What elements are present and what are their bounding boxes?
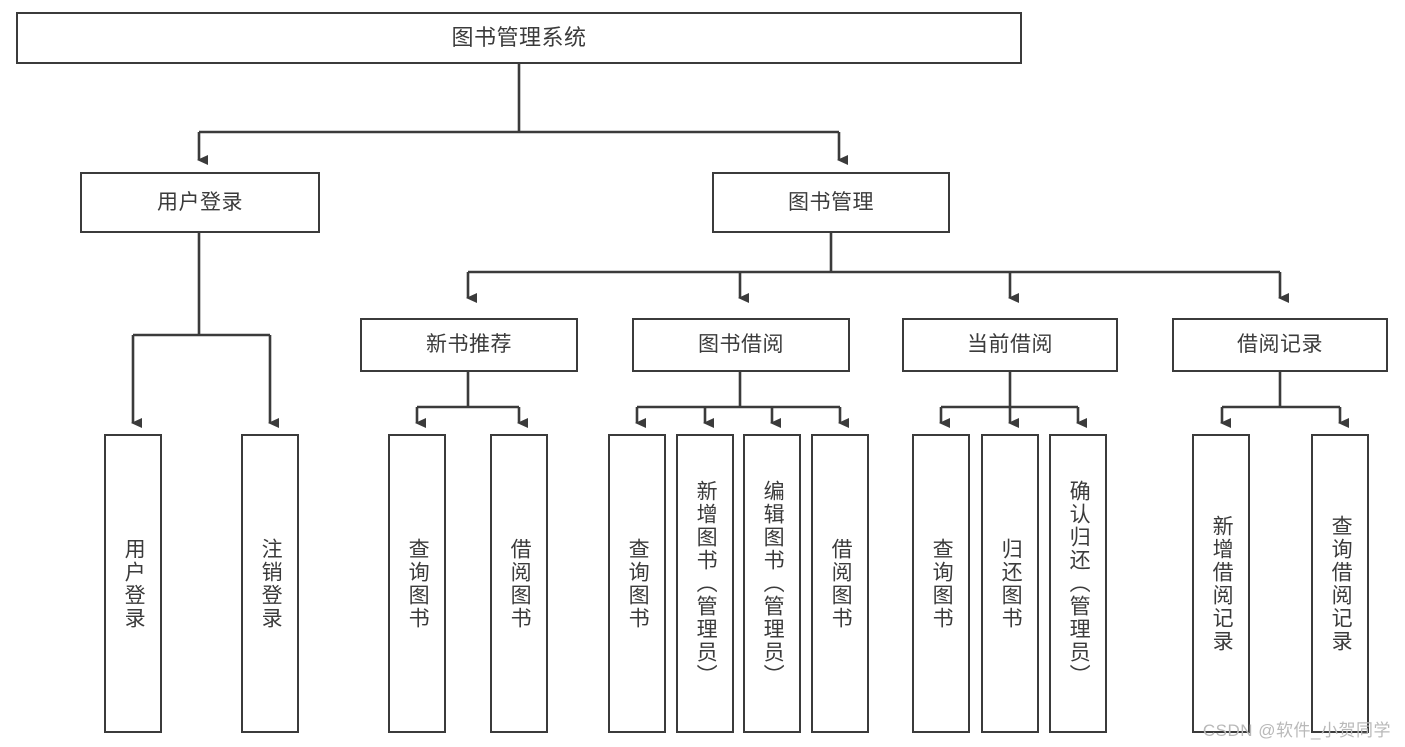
node-leaf-query-book-2[interactable]: 查询图书 bbox=[608, 434, 666, 733]
node-leaf-add-book-label: 新增图书（管理员） bbox=[694, 480, 718, 687]
node-book-borrow[interactable]: 图书借阅 bbox=[632, 318, 850, 372]
node-leaf-query-book-3[interactable]: 查询图书 bbox=[912, 434, 970, 733]
node-leaf-query-book-1[interactable]: 查询图书 bbox=[388, 434, 446, 733]
node-leaf-logout-login-label: 注销登录 bbox=[259, 537, 283, 630]
node-leaf-borrow-book-1[interactable]: 借阅图书 bbox=[490, 434, 548, 733]
node-leaf-add-record-label: 新增借阅记录 bbox=[1210, 514, 1234, 653]
node-root[interactable]: 图书管理系统 bbox=[16, 12, 1022, 64]
node-leaf-edit-book-label: 编辑图书（管理员） bbox=[761, 480, 785, 687]
node-root-label: 图书管理系统 bbox=[451, 24, 587, 50]
node-new-book-rec-label: 新书推荐 bbox=[426, 333, 512, 357]
watermark: CSDN @软件_小贺同学 bbox=[1202, 721, 1391, 740]
node-book-manage[interactable]: 图书管理 bbox=[712, 172, 950, 233]
node-user-login-label: 用户登录 bbox=[157, 190, 243, 214]
node-borrow-record[interactable]: 借阅记录 bbox=[1172, 318, 1388, 372]
node-leaf-borrow-book-2-label: 借阅图书 bbox=[829, 537, 853, 630]
node-leaf-user-login-label: 用户登录 bbox=[122, 537, 146, 630]
node-current-borrow[interactable]: 当前借阅 bbox=[902, 318, 1118, 372]
node-current-borrow-label: 当前借阅 bbox=[967, 333, 1053, 357]
node-leaf-query-book-3-label: 查询图书 bbox=[930, 537, 954, 630]
node-book-manage-label: 图书管理 bbox=[788, 190, 874, 214]
node-leaf-query-book-1-label: 查询图书 bbox=[406, 537, 430, 630]
node-book-borrow-label: 图书借阅 bbox=[698, 333, 784, 357]
node-leaf-return-book-label: 归还图书 bbox=[999, 537, 1023, 630]
node-user-login[interactable]: 用户登录 bbox=[80, 172, 320, 233]
node-leaf-logout-login[interactable]: 注销登录 bbox=[241, 434, 299, 733]
node-borrow-record-label: 借阅记录 bbox=[1237, 333, 1323, 357]
node-leaf-return-book[interactable]: 归还图书 bbox=[981, 434, 1039, 733]
node-leaf-add-book[interactable]: 新增图书（管理员） bbox=[676, 434, 734, 733]
node-leaf-borrow-book-1-label: 借阅图书 bbox=[508, 537, 532, 630]
node-leaf-confirm-return-label: 确认归还（管理员） bbox=[1067, 480, 1091, 687]
node-leaf-edit-book[interactable]: 编辑图书（管理员） bbox=[743, 434, 801, 733]
node-leaf-query-record-label: 查询借阅记录 bbox=[1329, 514, 1353, 653]
node-leaf-query-record[interactable]: 查询借阅记录 bbox=[1311, 434, 1369, 733]
node-leaf-query-book-2-label: 查询图书 bbox=[626, 537, 650, 630]
node-new-book-rec[interactable]: 新书推荐 bbox=[360, 318, 578, 372]
node-leaf-add-record[interactable]: 新增借阅记录 bbox=[1192, 434, 1250, 733]
node-leaf-borrow-book-2[interactable]: 借阅图书 bbox=[811, 434, 869, 733]
node-leaf-confirm-return[interactable]: 确认归还（管理员） bbox=[1049, 434, 1107, 733]
node-leaf-user-login[interactable]: 用户登录 bbox=[104, 434, 162, 733]
